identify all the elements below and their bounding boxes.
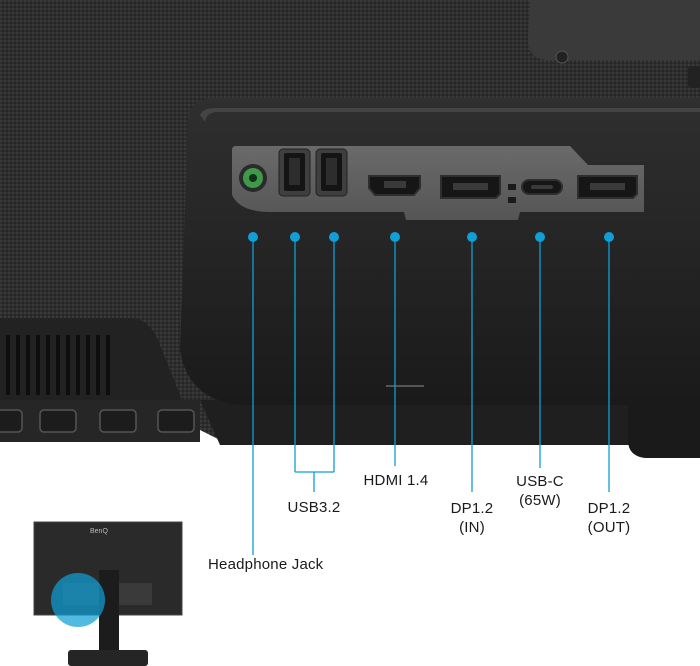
label-hdmi: HDMI 1.4 <box>363 472 429 489</box>
brand-logo: BenQ <box>90 528 108 535</box>
monitor-housing <box>0 0 700 445</box>
displayport-icon <box>440 175 501 199</box>
headphone-jack-icon <box>239 164 267 192</box>
usb-c-port-icon <box>521 179 563 195</box>
highlight-circle <box>51 573 105 627</box>
callout-lines <box>252 237 610 555</box>
label-headphone-jack: Headphone Jack <box>208 556 324 573</box>
monitor-thumbnail <box>33 521 183 666</box>
label-dp-out-direction: (OUT) <box>587 519 631 536</box>
label-dp-in-name: DP1.2 <box>450 500 494 517</box>
hdmi-port-icon <box>368 175 421 196</box>
vent-slots <box>6 335 110 395</box>
label-usb: USB3.2 <box>287 499 341 516</box>
displayport-icon <box>577 175 638 199</box>
usb-a-port-icon <box>278 148 311 197</box>
osd-buttons <box>0 409 195 433</box>
label-usb-c-power: (65W) <box>519 492 561 509</box>
port-separator <box>508 184 516 203</box>
label-dp-out: DP1.2 (OUT) <box>576 499 642 537</box>
label-dp-out-name: DP1.2 <box>587 500 631 517</box>
label-usb-c-name: USB-C <box>516 473 564 490</box>
label-dp-in: DP1.2 (IN) <box>440 499 504 537</box>
usb-a-port-icon <box>315 148 348 197</box>
label-usb-c: USB-C (65W) <box>508 472 572 510</box>
label-dp-in-direction: (IN) <box>459 519 485 536</box>
callout-dots <box>248 232 614 242</box>
